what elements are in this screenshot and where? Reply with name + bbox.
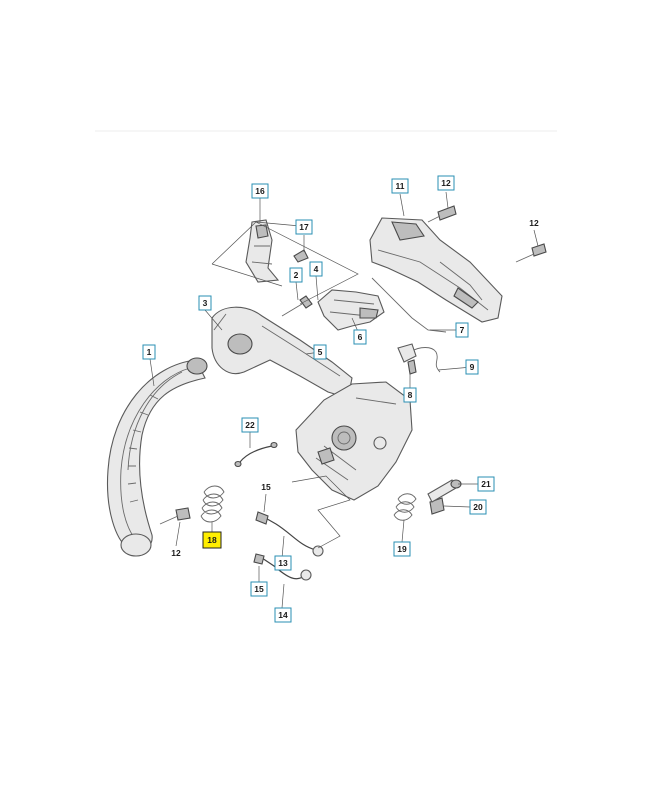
label-text: 4 — [314, 264, 319, 274]
label-text: 15 — [254, 584, 264, 594]
part-label-4[interactable]: 4 — [309, 261, 323, 277]
part-label-14[interactable]: 14 — [274, 607, 292, 623]
label-text: 21 — [481, 479, 491, 489]
label-text: 22 — [245, 420, 255, 430]
label-text: 19 — [397, 544, 407, 554]
front-handle-bar — [106, 357, 208, 557]
label-text: 13 — [278, 558, 288, 568]
label-text: 1 — [147, 347, 152, 357]
throttle-lock-part — [245, 219, 280, 283]
screw-parts — [159, 205, 547, 525]
part-label-22[interactable]: 22 — [241, 417, 259, 433]
part-label-12-bottom[interactable]: 12 — [168, 546, 184, 560]
part-label-1[interactable]: 1 — [142, 344, 156, 360]
part-label-6[interactable]: 6 — [353, 329, 367, 345]
label-box — [437, 175, 455, 191]
part-label-9[interactable]: 9 — [465, 359, 479, 375]
label-box — [393, 541, 411, 557]
throttle-trigger — [317, 289, 385, 331]
label-text: 14 — [278, 610, 288, 620]
label-box — [274, 555, 292, 571]
label-text: 15 — [261, 482, 271, 492]
label-text: 12 — [529, 218, 539, 228]
label-text: 12 — [441, 178, 451, 188]
part-label-15-bottom[interactable]: 15 — [250, 581, 268, 597]
label-box — [477, 476, 495, 492]
label-box — [142, 344, 156, 360]
label-box — [469, 499, 487, 515]
spring-part-rear — [393, 493, 417, 521]
part-label-20[interactable]: 20 — [469, 499, 487, 515]
label-box — [455, 322, 469, 338]
label-box — [274, 607, 292, 623]
rear-handle-housing — [369, 217, 503, 323]
return-spring-part — [397, 343, 441, 375]
label-box — [353, 329, 367, 345]
label-text: 2 — [294, 270, 299, 280]
part-label-15-top[interactable]: 15 — [258, 480, 274, 494]
label-box — [391, 178, 409, 194]
label-text: 7 — [460, 325, 465, 335]
label-text: 6 — [358, 332, 363, 342]
label-box — [250, 581, 268, 597]
part-label-11[interactable]: 11 — [391, 178, 409, 194]
part-label-7[interactable]: 7 — [455, 322, 469, 338]
label-text: 18 — [207, 535, 217, 545]
part-label-17[interactable]: 17 — [295, 219, 313, 235]
spring-part — [200, 485, 225, 523]
part-label-16[interactable]: 16 — [251, 183, 269, 199]
label-text: 3 — [203, 298, 208, 308]
label-box — [198, 295, 212, 311]
label-box — [202, 531, 222, 549]
part-label-19[interactable]: 19 — [393, 541, 411, 557]
throttle-rod — [371, 277, 447, 333]
label-text: 5 — [318, 347, 323, 357]
label-text: 11 — [396, 181, 405, 191]
part-label-21[interactable]: 21 — [477, 476, 495, 492]
label-text: 17 — [299, 222, 309, 232]
label-box — [313, 344, 327, 360]
label-text: 12 — [171, 548, 181, 558]
part-label-18[interactable]: 18 — [202, 531, 222, 549]
label-text: 8 — [408, 390, 413, 400]
part-label-3[interactable]: 3 — [198, 295, 212, 311]
part-label-8[interactable]: 8 — [403, 387, 417, 403]
label-box — [289, 267, 303, 283]
label-box — [251, 183, 269, 199]
label-box — [241, 417, 259, 433]
part-label-13[interactable]: 13 — [274, 555, 292, 571]
part-label-5[interactable]: 5 — [313, 344, 327, 360]
chain-brake-housing — [295, 381, 413, 501]
label-text: 16 — [255, 186, 265, 196]
label-box — [309, 261, 323, 277]
part-label-12-top[interactable]: 12 — [437, 175, 455, 191]
label-text: 20 — [473, 502, 483, 512]
label-text: 9 — [470, 362, 475, 372]
part-label-12-right[interactable]: 12 — [526, 216, 542, 230]
wire-parts — [234, 441, 351, 581]
label-box — [295, 219, 313, 235]
label-box — [465, 359, 479, 375]
label-box — [403, 387, 417, 403]
part-label-2[interactable]: 2 — [289, 267, 303, 283]
